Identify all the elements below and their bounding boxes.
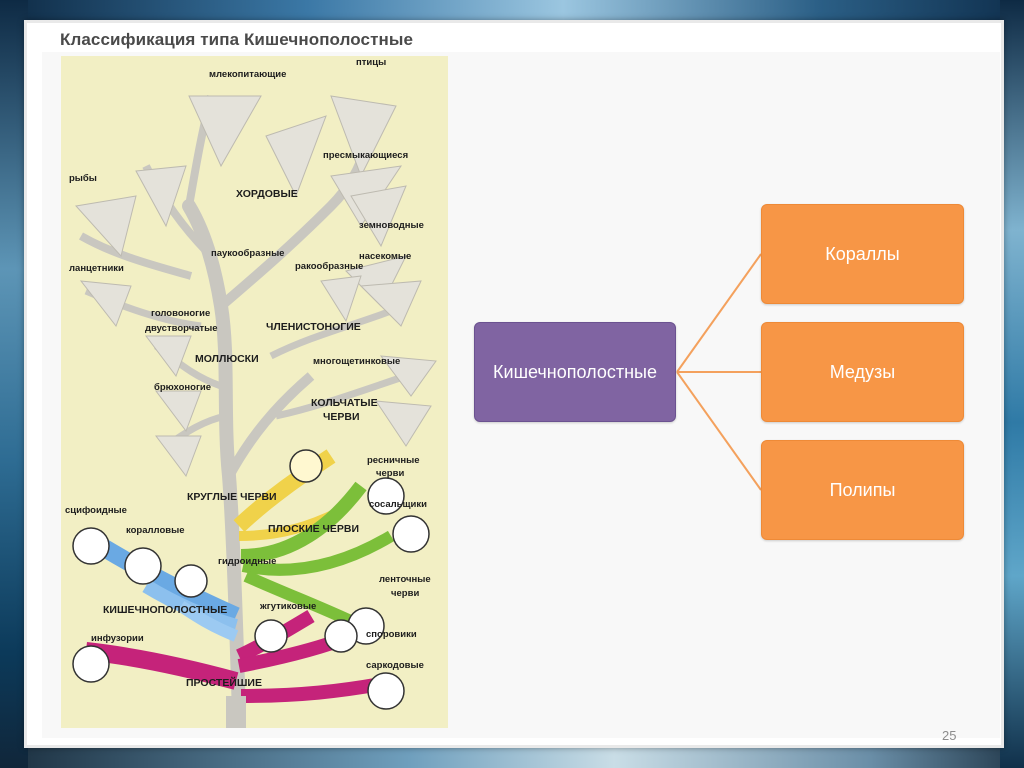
tree-label-gastropods: брюхоногие — [154, 382, 212, 393]
tree-label-flatworms: ПЛОСКИЕ ЧЕРВИ — [268, 523, 360, 535]
diagram-root-node: Кишечнополостные — [474, 322, 676, 422]
tree-label-scyphozoa: сцифоидные — [65, 505, 127, 516]
tree-label-annelids-line2: ЧЕРВИ — [323, 411, 360, 423]
diagram-node-polyps: Полипы — [761, 440, 964, 540]
tree-label-insects: насекомые — [359, 251, 412, 262]
tree-label-roundworms: КРУГЛЫЕ ЧЕРВИ — [187, 491, 277, 503]
tree-label-cnidarians: КИШЕЧНОПОЛОСТНЫЕ — [103, 604, 228, 616]
tree-label-chordates: ХОРДОВЫЕ — [236, 188, 298, 200]
slide-title: Классификация типа Кишечнополостные — [60, 30, 414, 49]
tree-label-crustaceans: ракообразные — [295, 261, 364, 272]
tree-drawing — [72, 95, 437, 728]
diagram-node-label: Медузы — [829, 361, 896, 382]
tree-label-bivalves: двустворчатые — [145, 323, 218, 334]
evolution-tree-image: млекопитающие птицы рыбы пресмыкающиеся … — [61, 56, 448, 728]
tree-label-tapeworms-line2: черви — [391, 588, 420, 599]
tree-label-reptiles: пресмыкающиеся — [323, 150, 409, 161]
tree-label-ciliated-line2: черви — [376, 468, 405, 479]
tree-label-birds: птицы — [356, 57, 387, 68]
diagram-node-corals: Кораллы — [761, 204, 964, 304]
tree-label-mollusks: МОЛЛЮСКИ — [195, 353, 259, 365]
tree-label-amphibians: земноводные — [359, 220, 424, 231]
tree-label-annelids-line1: КОЛЬЧАТЫЕ — [311, 397, 378, 409]
tree-label-sarcodina: саркодовые — [366, 660, 424, 671]
tree-label-arachnids: паукообразные — [211, 248, 285, 259]
page-number: 25 — [942, 728, 957, 743]
tree-label-tapeworms-line1: ленточные — [379, 574, 431, 585]
tree-label-ciliated-line1: ресничные — [367, 455, 420, 466]
tree-label-fish: рыбы — [69, 173, 97, 184]
tree-label-flukes: сосальщики — [369, 499, 427, 510]
tree-label-sporozoa: споровики — [366, 629, 417, 640]
diagram-node-medusae: Медузы — [761, 322, 964, 422]
tree-label-mammals: млекопитающие — [209, 69, 287, 80]
diagram-node-label: Полипы — [829, 479, 896, 500]
diagram-root-label: Кишечнополостные — [493, 361, 657, 382]
tree-label-polychaetes: многощетинковые — [313, 356, 401, 367]
tree-label-protozoa: ПРОСТЕЙШИЕ — [186, 677, 262, 689]
tree-label-hydroids: гидроидные — [218, 556, 277, 567]
tree-label-arthropods: ЧЛЕНИСТОНОГИЕ — [266, 321, 361, 333]
tree-label-flagellates: жгутиковые — [260, 601, 317, 612]
tree-label-infusoria: инфузории — [91, 633, 144, 644]
diagram-node-label: Кораллы — [825, 243, 900, 264]
tree-label-lancelets: ланцетники — [69, 263, 124, 274]
tree-label-corals: коралловые — [126, 525, 185, 536]
tree-label-cephalopods: головоногие — [151, 308, 211, 319]
